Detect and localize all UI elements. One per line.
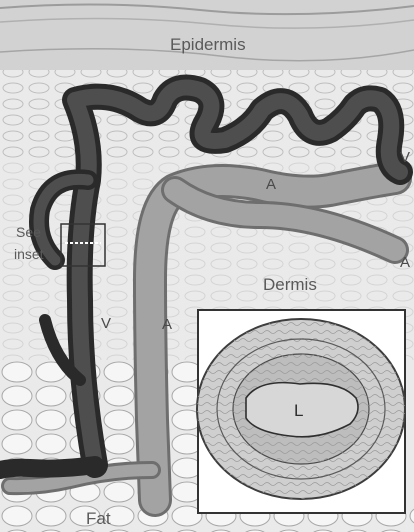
fat-label: Fat bbox=[86, 510, 111, 527]
dermis-label: Dermis bbox=[263, 276, 317, 293]
artery-label-left: A bbox=[162, 317, 172, 332]
lumen-label: L bbox=[294, 402, 303, 419]
vein-label-right: V bbox=[400, 150, 410, 165]
vein-label-left: V bbox=[101, 316, 111, 331]
see-inset-label-line2: inset bbox=[14, 247, 44, 261]
epidermis-label: Epidermis bbox=[170, 36, 246, 53]
see-inset-label-line1: See bbox=[16, 225, 41, 239]
artery-label-right: A bbox=[400, 255, 410, 270]
artery-label-mid: A bbox=[266, 177, 276, 192]
